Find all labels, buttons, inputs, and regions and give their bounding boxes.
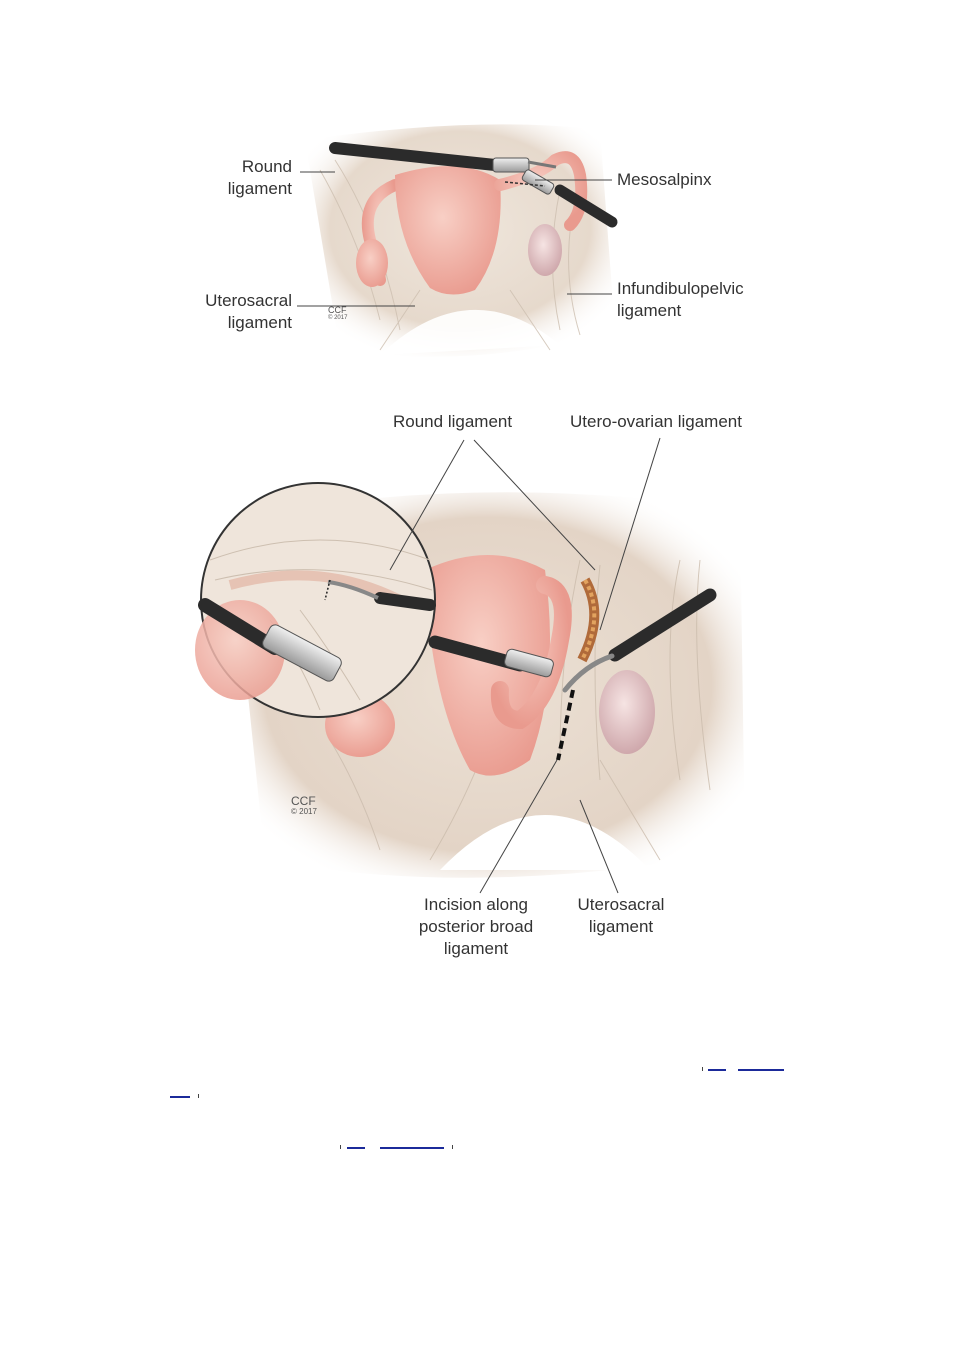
label-utero-ovarian-ligament: Utero-ovarian ligament xyxy=(570,412,742,431)
bottom-figure xyxy=(195,437,745,894)
text-marker xyxy=(702,1067,703,1071)
copyright-top: CCF © 2017 xyxy=(328,305,348,322)
label-uterosacral-ligament-top: Uterosacral ligament xyxy=(205,291,292,332)
surgical-illustration xyxy=(195,124,745,894)
text-marker xyxy=(198,1094,199,1098)
label-round-ligament-bottom: Round ligament xyxy=(393,412,513,431)
label-round-ligament-top: Round ligament xyxy=(227,157,292,198)
text-marker xyxy=(452,1145,453,1149)
reference-link[interactable] xyxy=(738,1069,784,1071)
copyright-bottom: CCF © 2017 xyxy=(291,794,317,816)
inset-magnified-view xyxy=(195,482,436,718)
reference-link[interactable] xyxy=(380,1147,444,1149)
label-incision-posterior-broad-ligament: Incision along posterior broad ligament xyxy=(418,895,534,958)
reference-link[interactable] xyxy=(170,1096,190,1098)
text-marker xyxy=(340,1145,341,1149)
reference-link[interactable] xyxy=(708,1069,726,1071)
reference-link[interactable] xyxy=(347,1147,365,1149)
top-figure xyxy=(297,124,618,357)
label-infundibulopelvic-ligament: Infundibulopelvic ligament xyxy=(617,279,744,320)
label-uterosacral-ligament-bottom: Uterosacral ligament xyxy=(577,895,665,936)
label-mesosalpinx: Mesosalpinx xyxy=(617,170,712,189)
